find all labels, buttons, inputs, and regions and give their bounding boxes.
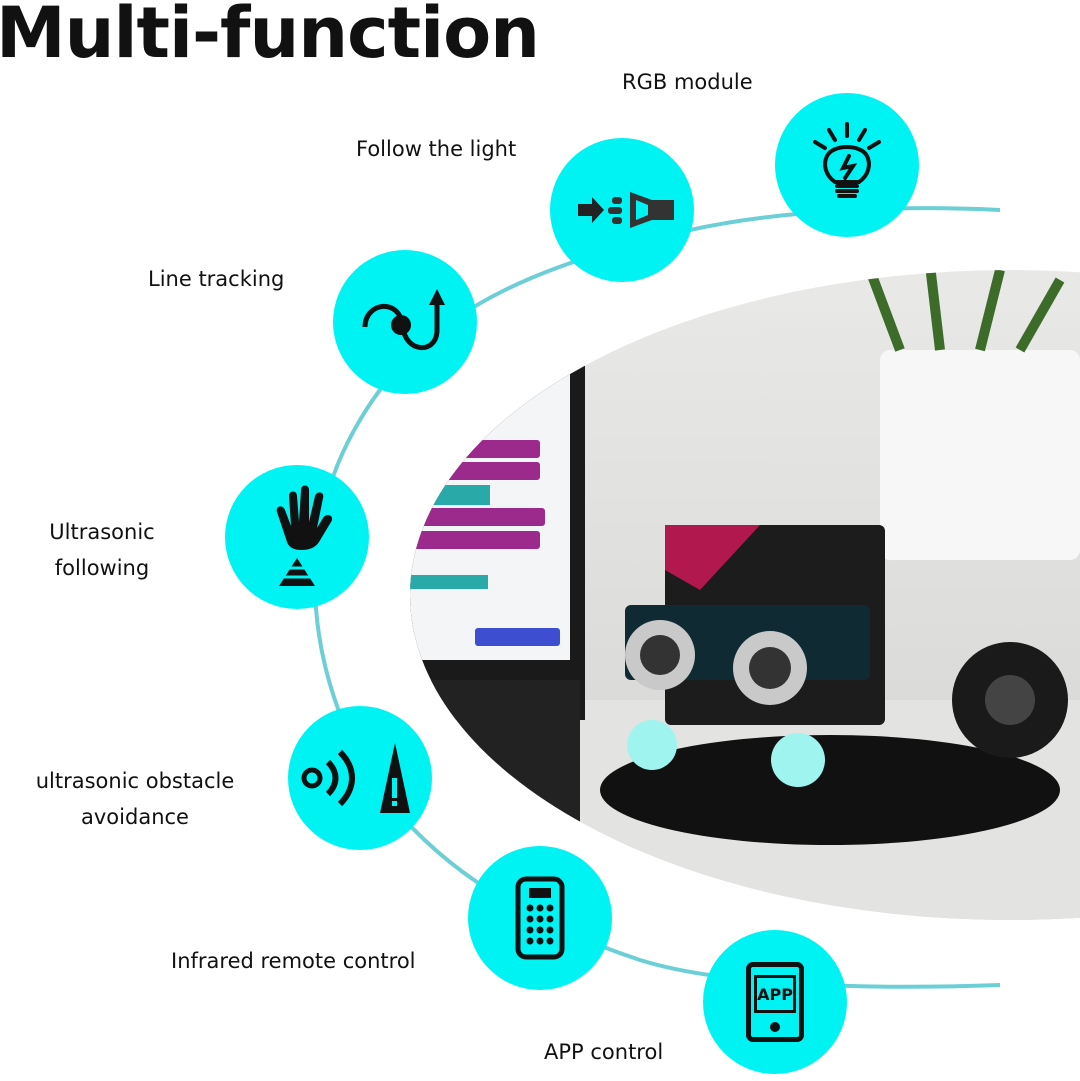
app-screen-text: APP bbox=[754, 975, 796, 1013]
tablet-app-icon: APP bbox=[746, 962, 804, 1042]
feature-line-tracking bbox=[333, 250, 477, 394]
feature-label-ultrasonic-following: Ultrasonic following bbox=[49, 520, 155, 580]
feature-label-rgb: RGB module bbox=[622, 70, 753, 94]
feature-label-line-tracking: Line tracking bbox=[148, 267, 285, 291]
feature-follow-the-light bbox=[550, 138, 694, 282]
feature-ultrasonic-following bbox=[225, 465, 369, 609]
feature-label-app-control: APP control bbox=[544, 1040, 664, 1064]
flashlight-icon bbox=[578, 192, 674, 228]
page-title: Multi-function bbox=[0, 0, 540, 74]
feature-label-obstacle-avoidance: ultrasonic obstacle avoidance bbox=[35, 769, 235, 829]
sound-wave-obstacle-icon bbox=[301, 743, 410, 813]
remote-control-icon bbox=[515, 876, 565, 960]
feature-label-infrared-remote: Infrared remote control bbox=[171, 949, 416, 973]
feature-obstacle-avoidance bbox=[288, 706, 432, 850]
hand-follow-icon bbox=[273, 485, 333, 586]
feature-infrared-remote-control bbox=[468, 846, 612, 990]
line-tracking-icon bbox=[362, 289, 445, 351]
lightbulb-icon bbox=[813, 122, 881, 198]
feature-label-follow-light: Follow the light bbox=[356, 137, 517, 161]
product-photo bbox=[410, 270, 1080, 920]
home-button-dot bbox=[770, 1022, 780, 1032]
feature-rgb-module bbox=[775, 93, 919, 237]
feature-app-control: APP bbox=[703, 930, 847, 1074]
